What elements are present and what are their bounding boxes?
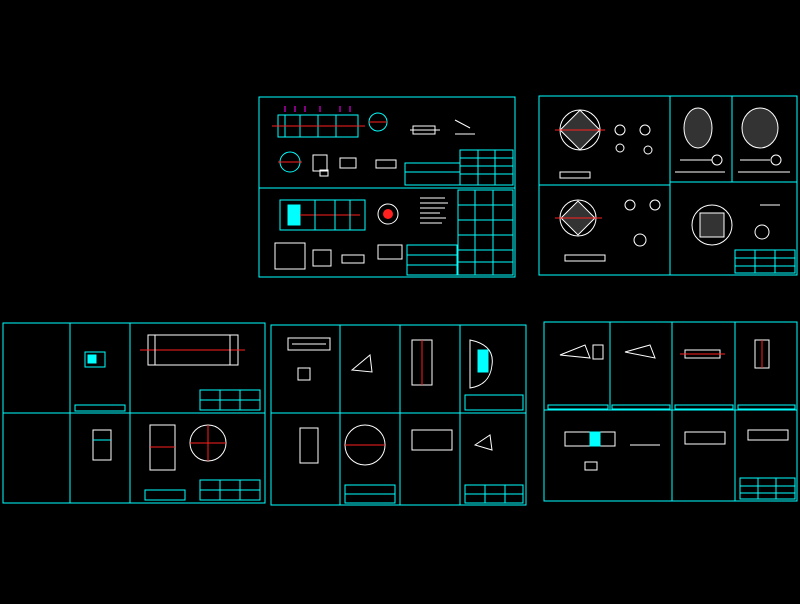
detail-callouts-top (278, 119, 475, 177)
title-block-3 (74, 389, 261, 501)
tube-plate-d (691, 204, 780, 246)
title-block-5 (547, 404, 796, 500)
vessel-elevation-top (272, 106, 388, 138)
shell-elevation (84, 334, 245, 368)
tube-plate-b (675, 107, 790, 173)
notes-text-lines-1 (420, 197, 448, 224)
title-block-1a (404, 149, 514, 186)
tube-plate-c (555, 199, 661, 262)
sheet-4-frame (270, 324, 527, 506)
sheet-flange-details[interactable] (270, 324, 527, 506)
sheet-shell-assembly[interactable] (2, 322, 266, 504)
vessel-elevation-bottom (274, 199, 403, 270)
sheet-5-frame (543, 321, 798, 502)
title-block-4 (344, 394, 524, 504)
sheet-tube-plate-details[interactable] (538, 95, 798, 276)
sheet-1-frame (258, 96, 516, 278)
sheet-shell-and-tube-overview[interactable] (258, 96, 516, 278)
title-block-2 (734, 249, 796, 274)
tube-plate-a (555, 109, 653, 179)
title-block-1b (406, 189, 514, 276)
flange-views (287, 337, 493, 466)
nozzle-views (559, 339, 789, 471)
shell-section (92, 424, 227, 471)
sheet-nozzle-details[interactable] (543, 321, 798, 502)
